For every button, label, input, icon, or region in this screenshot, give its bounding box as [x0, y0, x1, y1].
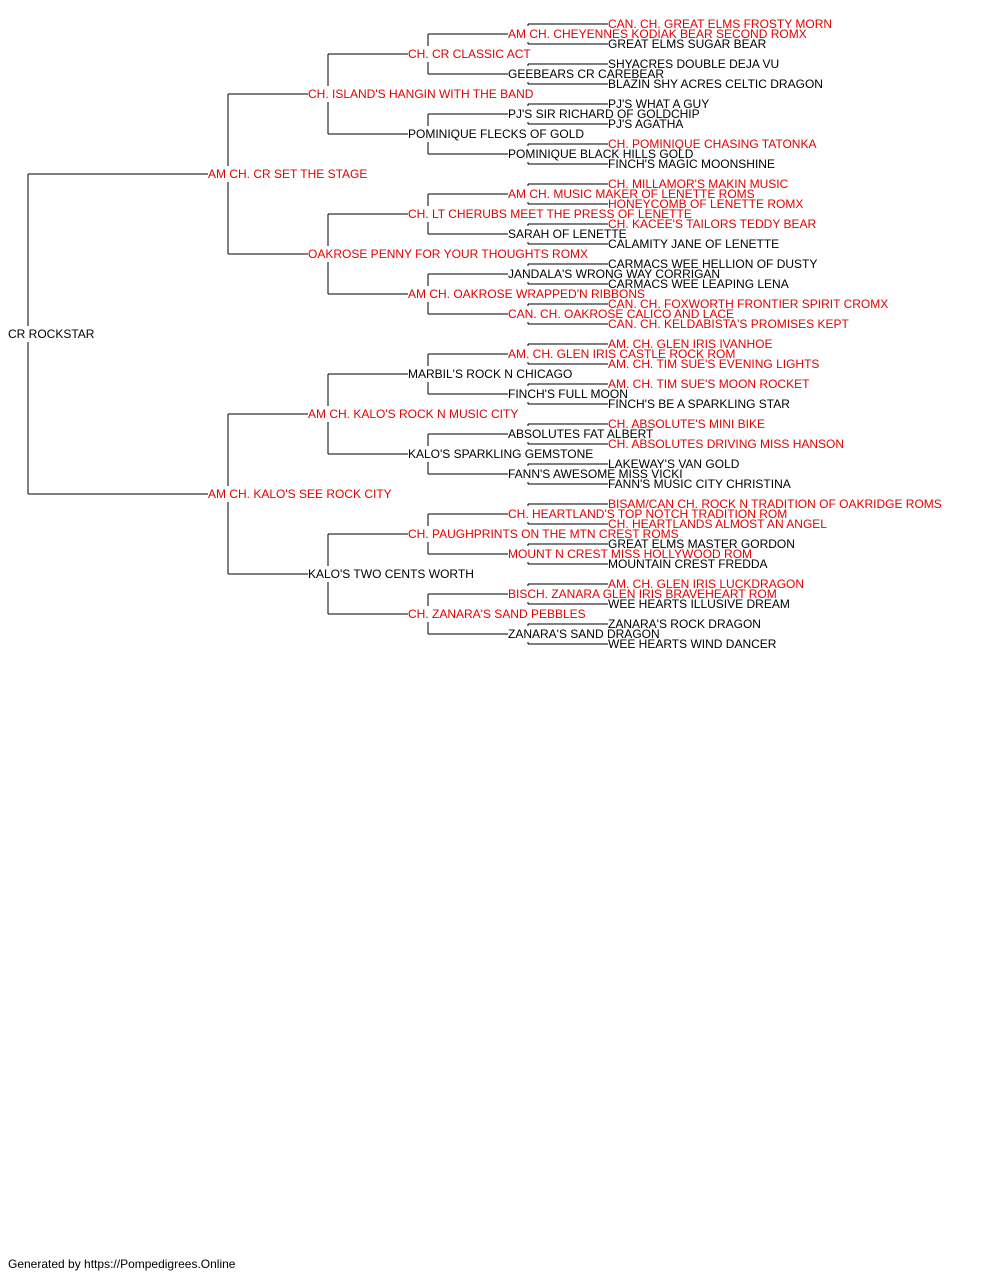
gg-grandparent-name: SARAH OF LENETTE: [508, 227, 627, 241]
ggg-grandparent-name: AM. CH. GLEN IRIS IVANHOE: [608, 337, 773, 351]
ggg-grandparent-name: AM. CH. TIM SUE'S MOON ROCKET: [608, 377, 810, 391]
ggg-grandparent-name: HONEYCOMB OF LENETTE ROMX: [608, 197, 804, 211]
subject-name: CR ROCKSTAR: [8, 327, 95, 341]
ggg-grandparent-name: CH. KACEE'S TAILORS TEDDY BEAR: [608, 217, 817, 231]
ggg-grandparent-name: CH. HEARTLANDS ALMOST AN ANGEL: [608, 517, 827, 531]
gg-grandparent-name: FANN'S AWESOME MISS VICKI: [508, 467, 683, 481]
great-grandparent-name: CH. LT CHERUBS MEET THE PRESS OF LENETTE: [408, 207, 692, 221]
ggg-grandparent-name: GREAT ELMS SUGAR BEAR: [608, 37, 767, 51]
ggg-grandparent-name: PJ'S WHAT A GUY: [608, 97, 710, 111]
gg-grandparent-name: GEEBEARS CR CAREBEAR: [508, 67, 665, 81]
gg-grandparent-name: AM. CH. GLEN IRIS CASTLE ROCK ROM: [508, 347, 736, 361]
gg-grandparent-name: CH. HEARTLAND'S TOP NOTCH TRADITION ROM: [508, 507, 788, 521]
grandparent-name: OAKROSE PENNY FOR YOUR THOUGHTS ROMX: [308, 247, 589, 261]
ggg-grandparent-name: CARMACS WEE LEAPING LENA: [608, 277, 789, 291]
ggg-grandparent-name: ZANARA'S ROCK DRAGON: [608, 617, 761, 631]
gg-grandparent-name: JANDALA'S WRONG WAY CORRIGAN: [508, 267, 721, 281]
great-grandparent-name: KALO'S SPARKLING GEMSTONE: [408, 447, 594, 461]
gg-grandparent-name: ABSOLUTES FAT ALBERT: [508, 427, 654, 441]
ggg-grandparent-name: FANN'S MUSIC CITY CHRISTINA: [608, 477, 791, 491]
parent-name: AM CH. KALO'S SEE ROCK CITY: [208, 487, 392, 501]
ggg-grandparent-name: CAN. CH. KELDABISTA'S PROMISES KEPT: [608, 317, 849, 331]
ggg-grandparent-name: CH. ABSOLUTE'S MINI BIKE: [608, 417, 765, 431]
gg-grandparent-name: PJ'S SIR RICHARD OF GOLDCHIP: [508, 107, 700, 121]
ggg-grandparent-name: CH. ABSOLUTES DRIVING MISS HANSON: [608, 437, 845, 451]
great-grandparent-name: AM CH. OAKROSE WRAPPED'N RIBBONS: [408, 287, 645, 301]
ggg-grandparent-name: SHYACRES DOUBLE DEJA VU: [608, 57, 780, 71]
ggg-grandparent-name: AM. CH. TIM SUE'S EVENING LIGHTS: [608, 357, 820, 371]
ggg-grandparent-name: PJ'S AGATHA: [608, 117, 684, 131]
grandparent-name: KALO'S TWO CENTS WORTH: [308, 567, 474, 581]
ggg-grandparent-name: BLAZIN SHY ACRES CELTIC DRAGON: [608, 77, 823, 91]
great-grandparent-name: CH. ZANARA'S SAND PEBBLES: [408, 607, 586, 621]
gg-grandparent-name: MOUNT N CREST MISS HOLLYWOOD ROM: [508, 547, 753, 561]
ggg-grandparent-name: BISAM/CAN CH. ROCK N TRADITION OF OAKRID…: [608, 497, 942, 511]
ggg-grandparent-name: GREAT ELMS MASTER GORDON: [608, 537, 795, 551]
great-grandparent-name: CH. PAUGHPRINTS ON THE MTN CREST ROMS: [408, 527, 679, 541]
gg-grandparent-name: AM CH. MUSIC MAKER OF LENETTE ROMS: [508, 187, 755, 201]
generated-by-footer: Generated by https://Pompedigrees.Online: [8, 1257, 236, 1271]
grandparent-name: CH. ISLAND'S HANGIN WITH THE BAND: [308, 87, 534, 101]
gg-grandparent-name: BISCH. ZANARA GLEN IRIS BRAVEHEART ROM: [508, 587, 777, 601]
ggg-grandparent-name: CH. MILLAMOR'S MAKIN MUSIC: [608, 177, 789, 191]
ggg-grandparent-name: FINCH'S MAGIC MOONSHINE: [608, 157, 775, 171]
great-grandparent-name: POMINIQUE FLECKS OF GOLD: [408, 127, 585, 141]
ggg-grandparent-name: CAN. CH. FOXWORTH FRONTIER SPIRIT CROMX: [608, 297, 889, 311]
ggg-grandparent-name: WEE HEARTS ILLUSIVE DREAM: [608, 597, 790, 611]
ggg-grandparent-name: WEE HEARTS WIND DANCER: [608, 637, 777, 651]
great-grandparent-name: MARBIL'S ROCK N CHICAGO: [408, 367, 573, 381]
ggg-grandparent-name: FINCH'S BE A SPARKLING STAR: [608, 397, 790, 411]
ggg-grandparent-name: AM. CH. GLEN IRIS LUCKDRAGON: [608, 577, 805, 591]
ggg-grandparent-name: CARMACS WEE HELLION OF DUSTY: [608, 257, 818, 271]
gg-grandparent-name: CAN. CH. OAKROSE CALICO AND LACE: [508, 307, 735, 321]
gg-grandparent-name: FINCH'S FULL MOON: [508, 387, 628, 401]
grandparent-name: AM CH. KALO'S ROCK N MUSIC CITY: [308, 407, 519, 421]
gg-grandparent-name: POMINIQUE BLACK HILLS GOLD: [508, 147, 694, 161]
ggg-grandparent-name: MOUNTAIN CREST FREDDA: [608, 557, 768, 571]
ggg-grandparent-name: LAKEWAY'S VAN GOLD: [608, 457, 740, 471]
ggg-grandparent-name: CAN. CH. GREAT ELMS FROSTY MORN: [608, 17, 833, 31]
great-grandparent-name: CH. CR CLASSIC ACT: [408, 47, 531, 61]
ggg-grandparent-name: CALAMITY JANE OF LENETTE: [608, 237, 780, 251]
parent-name: AM CH. CR SET THE STAGE: [208, 167, 368, 181]
ggg-grandparent-name: CH. POMINIQUE CHASING TATONKA: [608, 137, 817, 151]
gg-grandparent-name: AM CH. CHEYENNES KODIAK BEAR SECOND ROMX: [508, 27, 807, 41]
gg-grandparent-name: ZANARA'S SAND DRAGON: [508, 627, 660, 641]
